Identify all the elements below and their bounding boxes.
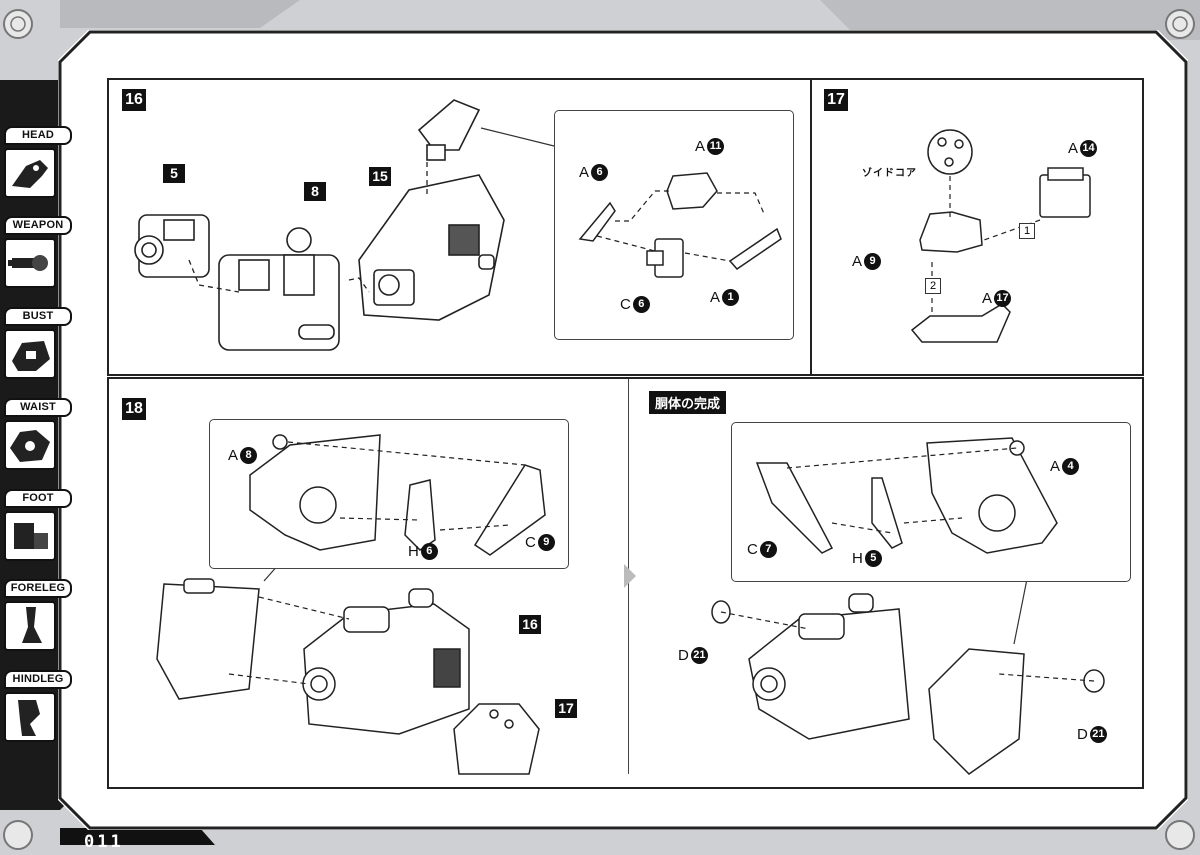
tab-label: HINDLEG: [4, 670, 72, 689]
order-marker-2: 2: [925, 278, 941, 294]
part-letter: A: [579, 164, 590, 181]
tab-waist[interactable]: WAIST: [4, 398, 72, 470]
step-number: 16: [122, 89, 146, 111]
part-number: 9: [537, 534, 555, 551]
weapon-icon: [4, 238, 56, 288]
callout-part-15: 15: [369, 167, 391, 186]
part-letter: C: [620, 296, 631, 313]
part-letter: C: [525, 534, 536, 551]
part-number: 5: [864, 550, 882, 567]
part-letter: D: [678, 647, 689, 664]
step-18-detail-drawing: [249, 434, 546, 556]
tab-hindleg[interactable]: HINDLEG: [4, 670, 72, 742]
zoid-core-label: ゾイドコア: [862, 168, 917, 179]
callout-part-17: 17: [555, 699, 577, 718]
step-18-drawing: [156, 563, 1105, 775]
step-18-panel: 18: [107, 377, 1144, 789]
part-letter: D: [1077, 726, 1088, 743]
part-letter: A: [982, 290, 993, 307]
completion-title: 胴体の完成: [649, 391, 727, 414]
tab-label: FORELEG: [4, 579, 72, 598]
part-letter: A: [695, 138, 706, 155]
part-letter: A: [710, 289, 721, 306]
waist-icon: [4, 420, 56, 470]
callout-part-8: 8: [304, 182, 326, 201]
order-marker-1: 1: [1019, 223, 1035, 239]
tab-label: HEAD: [4, 126, 72, 145]
step-16-drawing: [134, 99, 555, 351]
bust-icon: [4, 329, 56, 379]
page-number: 011: [84, 832, 124, 852]
part-number: 11: [707, 138, 725, 155]
part-number: 7: [759, 541, 777, 558]
part-number: 1: [722, 289, 740, 306]
part-number: 6: [591, 164, 609, 181]
part-letter: H: [408, 543, 419, 560]
head-icon: [4, 148, 56, 198]
foot-icon: [4, 511, 56, 561]
completion-detail-drawing: [755, 437, 1058, 554]
tab-foot[interactable]: FOOT: [4, 489, 72, 561]
part-letter: A: [1050, 458, 1061, 475]
step-number: 18: [122, 398, 146, 420]
step-16-detail-drawing: [578, 172, 782, 278]
foreleg-icon: [4, 601, 56, 651]
tab-label: BUST: [4, 307, 72, 326]
part-number: 17: [994, 290, 1012, 307]
part-number: 8: [240, 447, 258, 464]
tab-label: WEAPON: [4, 216, 72, 235]
part-letter: C: [747, 541, 758, 558]
tab-label: FOOT: [4, 489, 72, 508]
tab-weapon[interactable]: WEAPON: [4, 216, 72, 288]
tab-label: WAIST: [4, 398, 72, 417]
part-letter: A: [852, 253, 863, 270]
step-16-panel: 16 5 8: [107, 78, 813, 376]
part-number: 9: [864, 253, 882, 270]
callout-part-16: 16: [519, 615, 541, 634]
part-letter: A: [1068, 140, 1079, 157]
part-number: 21: [1089, 726, 1107, 743]
part-letter: A: [228, 447, 239, 464]
part-number: 14: [1080, 140, 1098, 157]
part-letter: H: [852, 550, 863, 567]
tab-bust[interactable]: BUST: [4, 307, 72, 379]
step-number: 17: [824, 89, 848, 111]
part-number: 21: [690, 647, 708, 664]
part-number: 6: [420, 543, 438, 560]
step-17-drawing: [910, 129, 1091, 343]
hindleg-icon: [4, 692, 56, 742]
tab-head[interactable]: HEAD: [4, 126, 72, 198]
part-number: 4: [1062, 458, 1080, 475]
sidebar: HEAD WEAPON BUST WAIST FOOT FORELEG HI: [0, 88, 80, 788]
tab-foreleg[interactable]: FORELEG: [4, 579, 72, 651]
part-number: 6: [632, 296, 650, 313]
callout-part-5: 5: [163, 164, 185, 183]
